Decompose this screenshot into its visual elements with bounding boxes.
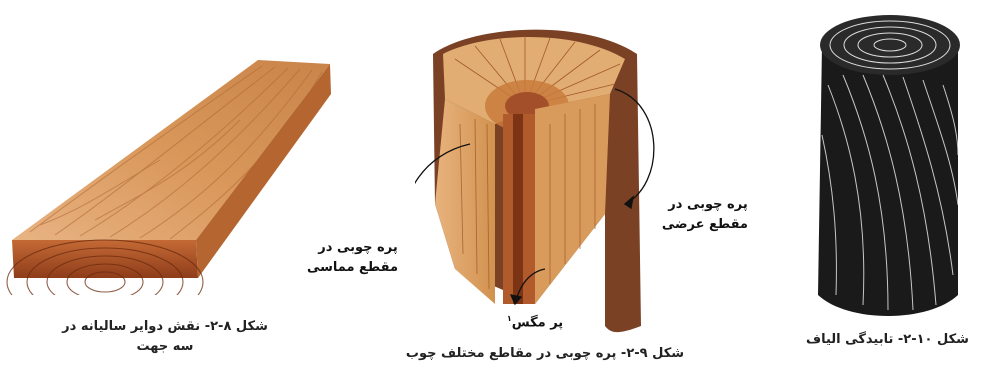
label-pith-text: پر مگس — [512, 315, 563, 330]
trunk-label-radial: پره چوبی در مقطع عرضی — [668, 195, 748, 235]
label-radial-line1: پره چوبی در — [668, 195, 748, 215]
label-tangential-line1: پره چوبی در — [318, 238, 398, 258]
trunk-pith-core — [513, 114, 523, 304]
label-radial-line2: مقطع عرضی — [668, 215, 748, 235]
trunk-label-pith: پر مگس۱ — [505, 309, 565, 333]
trunk-caption: شکل ۹-۲- پره چوبی در مقاطع مختلف چوب — [380, 344, 710, 364]
trunk-right-face — [535, 94, 610, 304]
board-caption: شکل ۸-۲- نقش دوایر سالیانه در سه جهت — [0, 317, 330, 357]
label-tangential-line2: مقطع مماسی — [318, 258, 398, 278]
board-caption-line1: شکل ۸-۲- نقش دوایر سالیانه در — [0, 317, 330, 337]
trunk-label-tangential: پره چوبی در مقطع مماسی — [318, 238, 398, 278]
trunk-illustration — [415, 14, 665, 344]
log-body — [818, 45, 958, 316]
board-illustration — [0, 50, 335, 295]
log-top — [820, 15, 960, 75]
log-caption: شکل ۱۰-۲- تابیدگی الیاف — [785, 330, 990, 350]
log-illustration — [808, 5, 968, 325]
trunk-left-face — [435, 99, 495, 304]
board-caption-line2: سه جهت — [0, 337, 330, 357]
